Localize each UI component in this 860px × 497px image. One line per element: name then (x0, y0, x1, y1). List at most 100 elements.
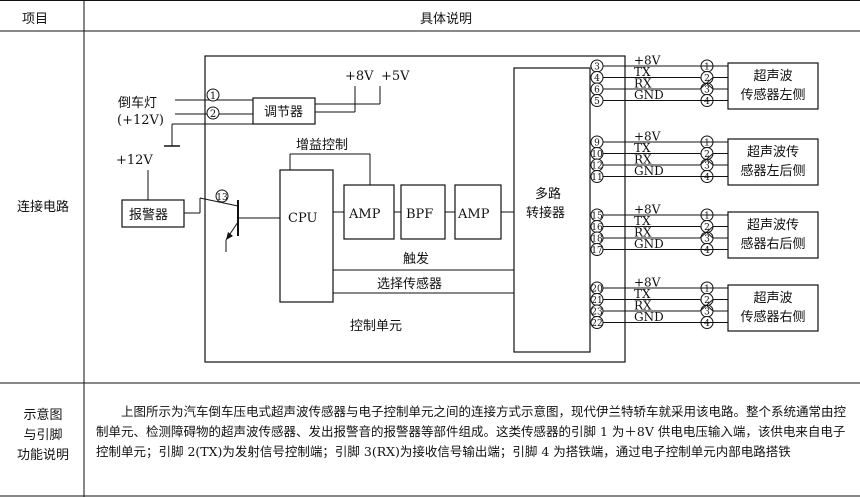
cross-wire (699, 299, 714, 312)
multiplexer-box (513, 67, 591, 353)
header-description: 具体说明 (420, 12, 473, 27)
signal-label: +8V (634, 276, 661, 290)
mux-pin-number: 10 (591, 150, 603, 160)
mux-pin-number: 22 (591, 319, 602, 329)
sensor-name-line1: 超声波 (753, 69, 792, 84)
mux-pin-number: 15 (591, 212, 603, 222)
sensor-name-line1: 超声波传 (747, 218, 799, 233)
signal-label: RX (634, 299, 652, 313)
signal-label: GND (634, 88, 664, 102)
pin-1-number: 1 (210, 91, 216, 102)
row-label-circuit: 连接电路 (16, 200, 69, 215)
signal-label: RX (634, 77, 652, 91)
supply-8v-label: +8V (345, 69, 374, 84)
sensor-pin-number: 3 (704, 308, 710, 318)
signal-label: +8V (634, 130, 661, 144)
sensor-name-line2: 传感器左侧 (740, 87, 805, 103)
sensor-box (727, 138, 819, 186)
sensor-box (727, 284, 819, 332)
alarm-label: 报警器 (129, 207, 168, 223)
bpf-box (400, 184, 446, 240)
signal-label: RX (634, 226, 652, 240)
row-label-line: 功能说明 (16, 448, 69, 463)
mux-pin-number: 21 (591, 296, 602, 306)
signal-label: TX (634, 65, 651, 79)
mux-pin-number: 11 (591, 173, 602, 183)
amp2-label: AMP (457, 207, 490, 222)
control-unit-box (204, 55, 626, 363)
sensor-name-line1: 超声波 (753, 291, 792, 306)
pin-2-number: 2 (210, 109, 216, 120)
signal-label: +8V (634, 203, 661, 217)
sensor-pin-number: 2 (704, 223, 710, 233)
cross-wire (699, 153, 714, 166)
select-sensor-label: 选择传感器 (377, 276, 442, 292)
cpu-label: CPU (288, 211, 317, 226)
header-item: 项目 (22, 12, 49, 27)
alarm-box (121, 199, 185, 228)
pin-1-circle (206, 88, 220, 102)
signal-label: GND (634, 310, 664, 324)
mux-pin-number: 18 (591, 235, 603, 245)
amp1-label: AMP (348, 207, 381, 222)
reverse-lamp-voltage: (+12V) (117, 113, 164, 128)
supply-5v-label: +5V (381, 69, 410, 84)
mux-pin-number: 20 (591, 285, 603, 295)
sensor-pin-number: 3 (704, 162, 710, 172)
mux-label-line2: 转接器 (526, 205, 565, 221)
sensor-name-line2: 感器左后侧 (740, 163, 805, 179)
reverse-lamp-label: 倒车灯 (118, 95, 157, 111)
mux-pin-number: 3 (594, 63, 600, 73)
pin-13-number: 13 (216, 193, 228, 203)
signal-label: TX (634, 141, 651, 155)
signal-label: GND (634, 237, 664, 251)
sensor-pin-number: 4 (704, 173, 710, 183)
cross-wire (699, 226, 714, 239)
mux-pin-number: 17 (591, 246, 603, 256)
sensor-pin-number: 3 (704, 86, 710, 96)
cpu-box (279, 169, 334, 303)
row-label-line: 示意图 (23, 408, 63, 423)
supply-12v-label: +12V (116, 153, 153, 168)
description-text: 上图所示为汽车倒车压电式超声波传感器与电子控制单元之间的连接方式示意图，现代伊兰… (96, 404, 847, 459)
signal-label: GND (634, 164, 664, 178)
sensor-pin-number: 1 (704, 139, 710, 149)
pin-2-circle (206, 106, 220, 120)
pin-13-circle (215, 189, 229, 203)
mux-pin-number: 4 (594, 74, 600, 84)
sensor-name-line2: 感器右后侧 (740, 236, 805, 252)
sensor-pin-number: 2 (704, 150, 710, 160)
mux-pin-number: 9 (594, 139, 600, 149)
sensor-pin-number: 4 (704, 319, 710, 329)
gain-control-label: 增益控制 (296, 138, 348, 153)
sensor-pin-number: 2 (704, 296, 710, 306)
row-label-function: 示意图 与引脚 功能说明 (6, 406, 80, 466)
signal-label: TX (634, 287, 651, 301)
trigger-label: 触发 (403, 251, 429, 267)
mux-label-line1: 多路 (535, 186, 561, 202)
mux-pin-number: 23 (591, 308, 603, 318)
signal-label: +8V (634, 54, 661, 68)
sensor-pin-number: 1 (704, 285, 710, 295)
sensor-pin-number: 1 (704, 212, 710, 222)
sensor-name-line1: 超声波传 (747, 145, 799, 160)
row-label-line: 与引脚 (23, 428, 63, 443)
mux-pin-number: 5 (594, 97, 600, 107)
sensor-pin-number: 3 (704, 235, 710, 245)
mux-pin-number: 16 (591, 223, 603, 233)
signal-label: TX (634, 214, 651, 228)
signal-label: RX (634, 153, 652, 167)
mux-pin-number: 12 (591, 162, 602, 172)
regulator-label: 调节器 (264, 105, 303, 120)
sensor-name-line2: 传感器右侧 (740, 309, 805, 325)
sensor-pin-number: 1 (704, 63, 710, 73)
sensor-pin-number: 4 (704, 97, 710, 107)
amp1-box (343, 184, 395, 240)
cross-wire (699, 77, 714, 90)
regulator-box (252, 97, 316, 125)
mux-pin-number: 6 (594, 86, 600, 96)
